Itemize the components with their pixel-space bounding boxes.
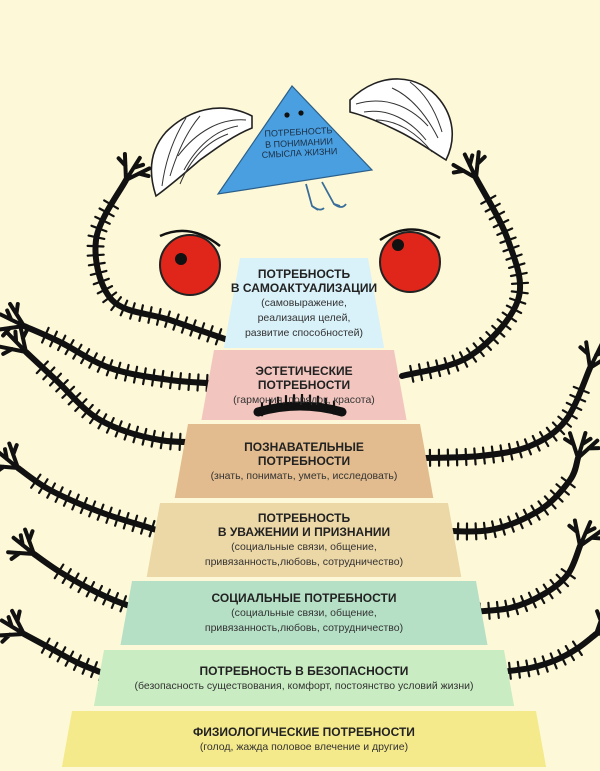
tier-title-line: ЭСТЕТИЧЕСКИЕ (255, 363, 353, 378)
tier-description-line: реализация целей, (257, 311, 351, 324)
tier-shapes (61, 258, 547, 767)
tier-title-line: ПОТРЕБНОСТЬ (257, 511, 351, 525)
tier-description-line: (социальные связи, общение, (231, 541, 377, 553)
apex-legs (305, 181, 341, 211)
tier-title-line: ПОЗНАВАТЕЛЬНЫЕ (244, 439, 364, 454)
left-pupil (175, 253, 187, 265)
right-eye (379, 231, 441, 293)
tier-description-line: (голод, жажда половое влечение и другие) (199, 740, 409, 753)
left-wing (150, 107, 253, 198)
apex-triangle (216, 85, 374, 195)
creature-face (159, 228, 441, 417)
tier-description-line: (социальные связи, общение, (231, 607, 377, 619)
tier-shape (223, 258, 385, 348)
tier-title-line: СОЦИАЛЬНЫЕ ПОТРЕБНОСТИ (211, 591, 397, 605)
tier-5: СОЦИАЛЬНЫЕ ПОТРЕБНОСТИ (социальные связи,… (120, 581, 487, 645)
tier-6: ПОТРЕБНОСТЬ В БЕЗОПАСНОСТИ(безопасность … (94, 650, 514, 706)
tier-description-line: развитие способностей) (244, 326, 363, 339)
tier-title-line: В САМОАКТУАЛИЗАЦИИ (230, 280, 378, 295)
right-arm-2 (417, 340, 600, 467)
tier-shape (61, 711, 547, 767)
apex-feet (311, 203, 347, 211)
right-arm-4 (467, 518, 600, 621)
apex-figure (150, 78, 454, 211)
right-wing-feathers (355, 81, 443, 153)
left-upper-arm (86, 152, 231, 346)
tier-description-line: (самовыражение, (261, 296, 347, 309)
apex-left-eye (284, 112, 290, 118)
apex-right-eye (298, 110, 304, 116)
tier-description-line: (безопасность существования, комфорт, по… (134, 679, 474, 692)
tier-description-line: привязанность,любовь, сотрудничество) (204, 622, 404, 634)
tier-7: ФИЗИОЛОГИЧЕСКИЕ ПОТРЕБНОСТИ(голод, жажда… (62, 711, 546, 767)
tier-shape (93, 650, 515, 706)
tier-title-line: ПОТРЕБНОСТЬ (257, 266, 351, 281)
tier-shape (146, 503, 462, 577)
right-eyebrow (379, 228, 441, 242)
right-arm-3 (427, 431, 600, 541)
left-wing-feathers (161, 115, 247, 187)
right-upper-arm (399, 150, 530, 383)
tier-shape (174, 424, 434, 498)
tier-title-line: ПОТРЕБНОСТЬ В БЕЗОПАСНОСТИ (199, 663, 409, 678)
tier-title-line: ФИЗИОЛОГИЧЕСКИЕ ПОТРЕБНОСТИ (193, 724, 415, 739)
left-eyebrow (159, 229, 221, 247)
tier-title-line: ПОТРЕБНОСТИ (257, 453, 351, 468)
right-arm-5 (497, 609, 600, 680)
tier-title-line: ПОТРЕБНОСТИ (257, 377, 351, 392)
apex-label: ПОТРЕБНОСТЬ В ПОНИМАНИИ СМЫСЛА ЖИЗНИ (253, 125, 345, 161)
left-arm-2 (0, 302, 229, 393)
tier-shape (120, 581, 488, 645)
left-eye (159, 234, 221, 296)
tier-description-line: (гармония, порядок, красота) (233, 393, 375, 406)
tier-description-line: (знать, понимать, уметь, исследовать) (210, 469, 398, 482)
tier-shape (201, 350, 407, 420)
tier-description-line: привязанность,любовь, сотрудничество) (204, 556, 404, 568)
mouth-ticks (260, 394, 336, 417)
right-wing (349, 78, 454, 162)
tier-title-line: В УВАЖЕНИИ И ПРИЗНАНИИ (217, 525, 391, 539)
right-pupil (392, 239, 404, 251)
